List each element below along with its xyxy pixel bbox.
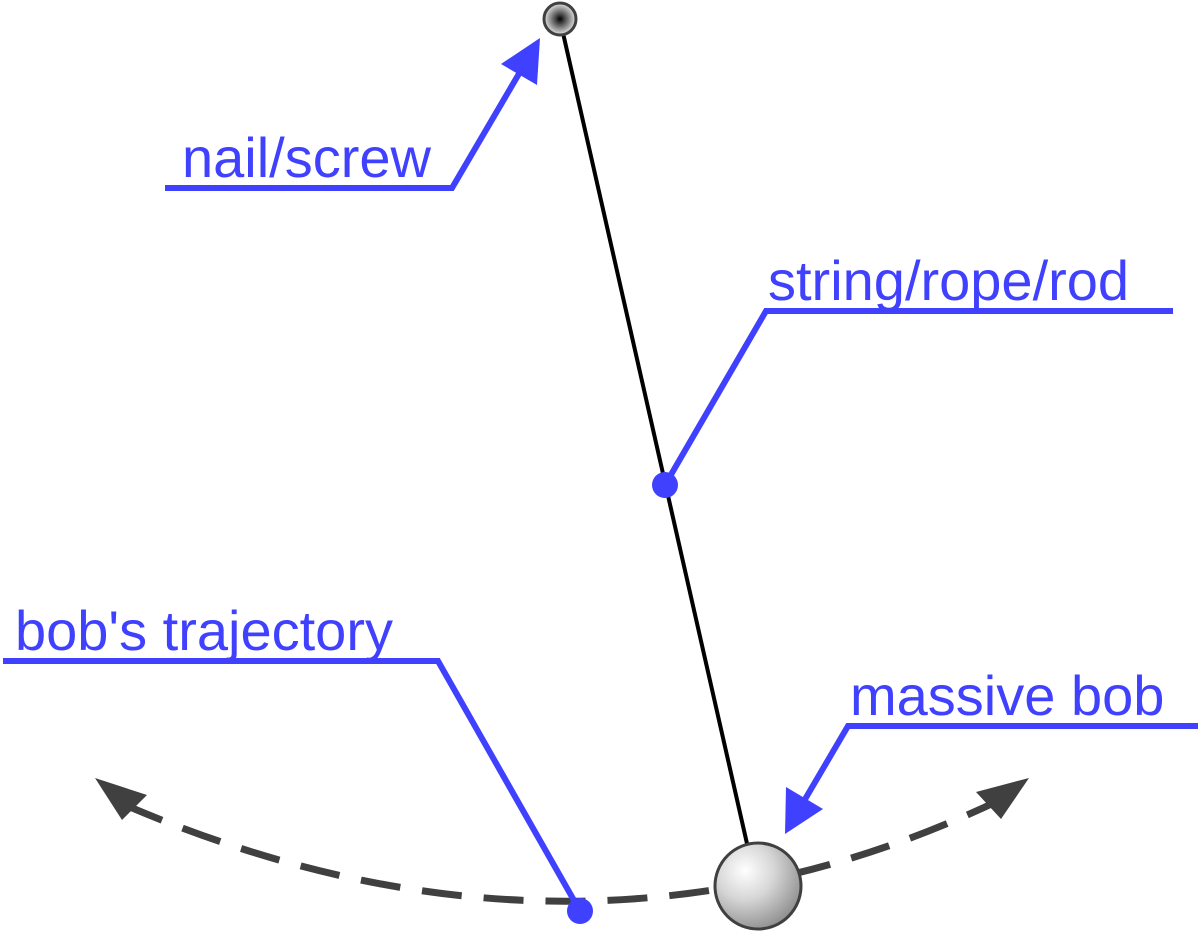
- nail-pivot: [542, 1, 578, 37]
- bob-label: massive bob: [850, 664, 1164, 727]
- bob-leader-line: [801, 723, 1198, 803]
- bob-arrowhead: [785, 787, 823, 834]
- nail-arrowhead: [501, 38, 540, 85]
- massive-bob: [713, 841, 803, 931]
- nail-annotation: nail/screw: [165, 38, 540, 191]
- string-pointer-dot: [652, 472, 678, 498]
- string-label: string/rope/rod: [768, 249, 1129, 312]
- trajectory-pointer-dot: [567, 898, 593, 924]
- trajectory-left-arrowhead: [95, 778, 147, 820]
- string-annotation: string/rope/rod: [652, 249, 1173, 498]
- bob-annotation: massive bob: [785, 664, 1198, 834]
- trajectory-annotation: bob's trajectory: [3, 599, 593, 924]
- nail-leader-line: [165, 70, 523, 191]
- string-leader-line: [662, 308, 1173, 487]
- trajectory-label: bob's trajectory: [15, 599, 393, 662]
- trajectory-right-arrowhead: [976, 778, 1029, 819]
- pendulum-string: [561, 32, 750, 849]
- trajectory-leader-line: [3, 658, 583, 913]
- nail-label: nail/screw: [182, 126, 432, 189]
